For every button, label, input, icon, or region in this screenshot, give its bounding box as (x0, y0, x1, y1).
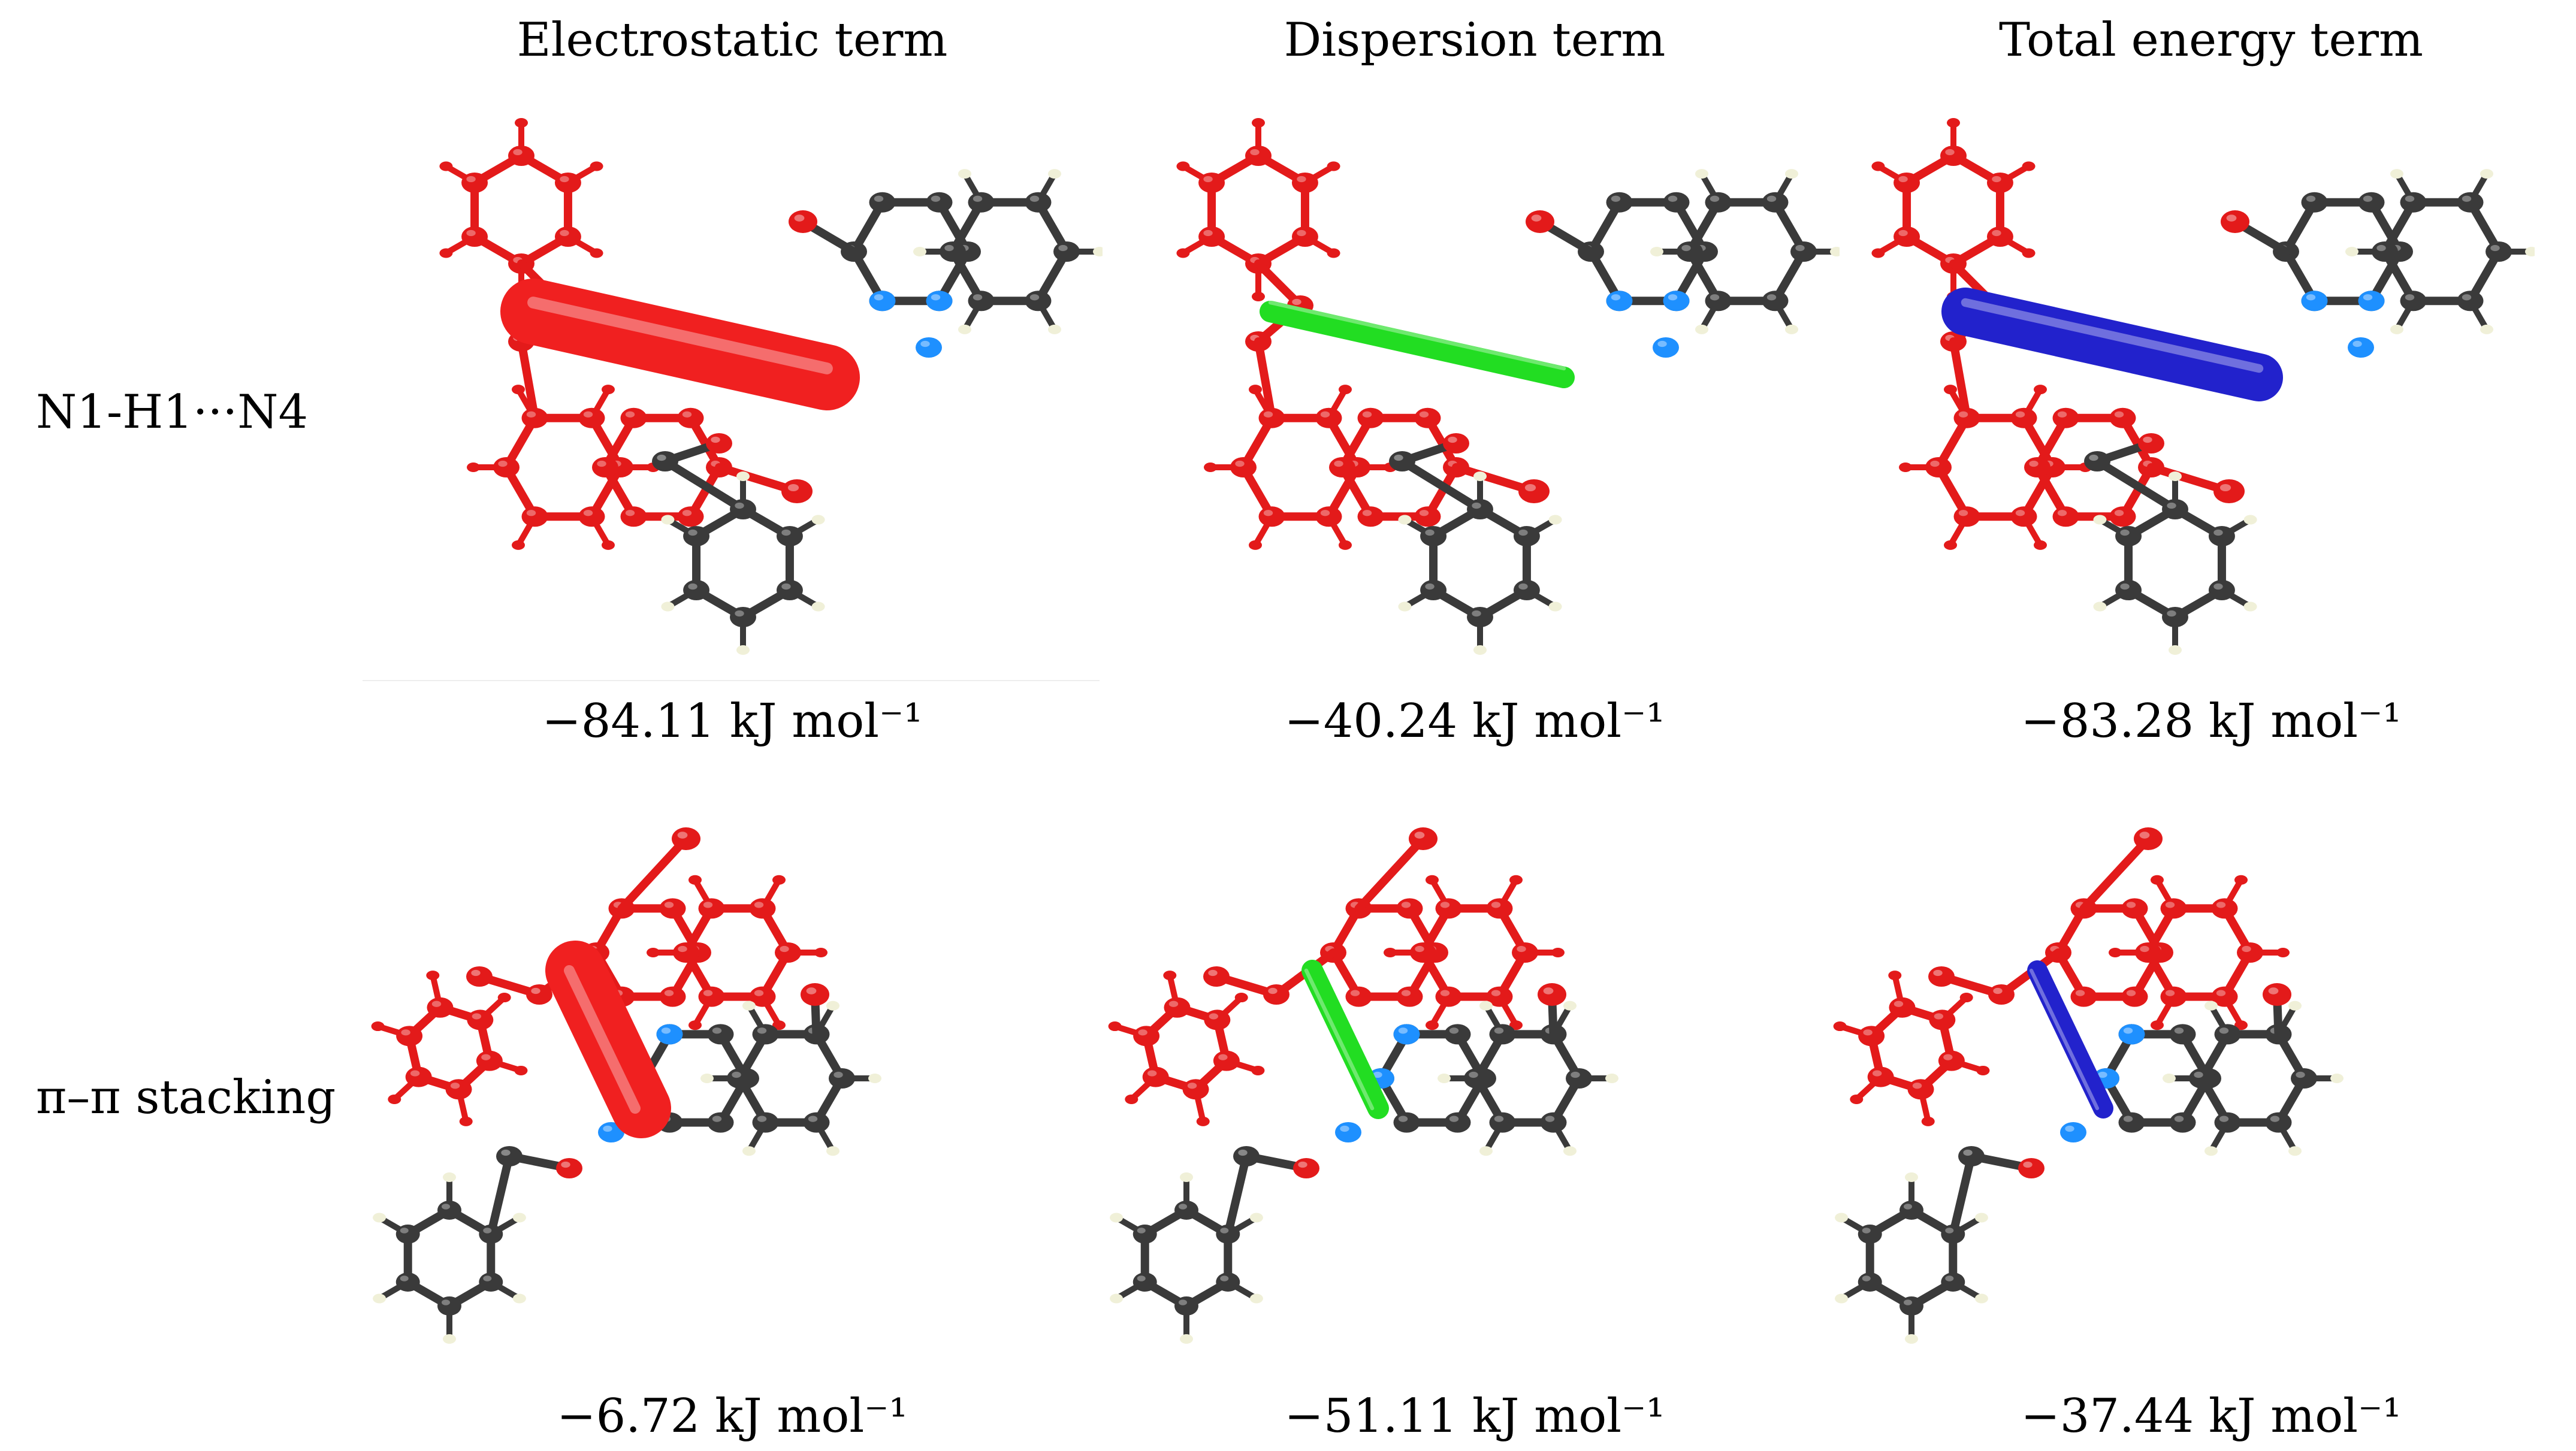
panel-stacking-electrostatic (360, 797, 1079, 1396)
energy-hbond-electrostatic: −84.11 kJ mol⁻¹ (542, 694, 923, 748)
energy-stacking-total: −37.44 kJ mol⁻¹ (2021, 1389, 2402, 1443)
molecule-pair-stacking (1108, 827, 1618, 1344)
header-electrostatic: Electrostatic term (517, 13, 948, 67)
energy-hbond-total: −83.28 kJ mol⁻¹ (2021, 694, 2402, 748)
energy-stacking-dispersion: −51.11 kJ mol⁻¹ (1284, 1389, 1665, 1443)
molecule-pair-stacking (371, 827, 881, 1344)
panel-hbond-dispersion (1121, 72, 1840, 671)
row-label-hbond: N1-H1···N4 (36, 385, 309, 439)
energy-stacking-electrostatic: −6.72 kJ mol⁻¹ (557, 1389, 908, 1443)
separator-line (363, 680, 1100, 681)
molecule-pair-hbond (439, 118, 1103, 655)
row-label-stacking: π–π stacking (36, 1071, 336, 1124)
molecule-pair-hbond (1871, 118, 2535, 655)
header-dispersion: Dispersion term (1284, 13, 1666, 67)
panel-hbond-electrostatic (383, 72, 1103, 671)
molecule-pair-stacking (1833, 827, 2344, 1344)
energy-hbond-dispersion: −40.24 kJ mol⁻¹ (1284, 694, 1665, 748)
panel-stacking-total (1822, 797, 2541, 1396)
header-total: Total energy term (1999, 13, 2423, 67)
panel-stacking-dispersion (1097, 797, 1816, 1396)
panel-hbond-total (1816, 72, 2535, 671)
molecule-pair-hbond (1176, 118, 1840, 655)
